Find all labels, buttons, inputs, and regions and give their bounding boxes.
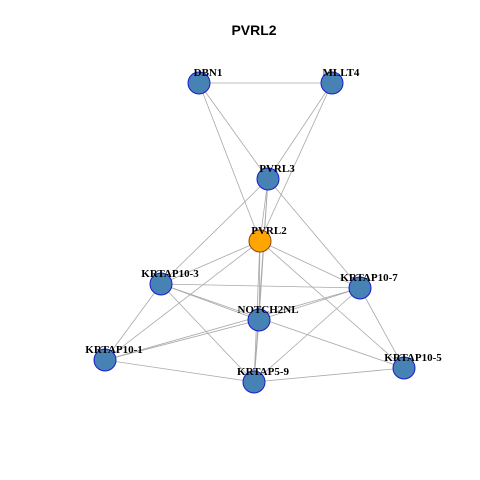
edge-krtap5-9-krtap10-5 bbox=[253, 367, 405, 383]
edge-krtap10-7-notch2nl bbox=[258, 287, 361, 321]
node-krtap5-9[interactable] bbox=[242, 370, 266, 394]
edge-pvrl3-krtap10-7 bbox=[267, 178, 361, 289]
edge-krtap10-1-krtap5-9 bbox=[104, 359, 255, 383]
edge-mllt4-pvrl3 bbox=[267, 82, 333, 180]
node-label-dbn1: DBN1 bbox=[194, 67, 223, 79]
node-label-krtap10-7: KRTAP10-7 bbox=[340, 272, 398, 284]
node-krtap10-5[interactable] bbox=[392, 356, 416, 380]
node-krtap10-1[interactable] bbox=[93, 348, 117, 372]
edge-pvrl2-krtap10-3 bbox=[160, 240, 261, 285]
node-layer bbox=[93, 71, 416, 394]
edge-krtap10-7-krtap10-1 bbox=[104, 287, 361, 361]
node-label-mllt4: MLLT4 bbox=[323, 67, 360, 79]
node-label-notch2nl: NOTCH2NL bbox=[237, 304, 298, 316]
edge-pvrl2-krtap10-5 bbox=[259, 240, 405, 369]
edge-pvrl2-krtap10-1 bbox=[104, 240, 261, 361]
node-label-pvrl2: PVRL2 bbox=[251, 225, 287, 237]
node-mllt4[interactable] bbox=[320, 71, 344, 95]
edge-krtap10-3-krtap10-1 bbox=[104, 283, 162, 361]
node-label-krtap5-9: KRTAP5-9 bbox=[237, 366, 289, 378]
node-krtap10-3[interactable] bbox=[149, 272, 173, 296]
edge-krtap10-7-krtap10-5 bbox=[359, 287, 405, 369]
node-notch2nl[interactable] bbox=[247, 308, 271, 332]
edge-krtap10-3-krtap10-7 bbox=[160, 283, 361, 289]
edge-mllt4-pvrl2 bbox=[259, 82, 333, 242]
edge-krtap10-7-krtap5-9 bbox=[253, 287, 361, 383]
edge-krtap10-3-krtap10-5 bbox=[160, 283, 405, 369]
edge-pvrl2-krtap10-7 bbox=[259, 240, 361, 289]
graph-title: PVRL2 bbox=[231, 22, 276, 38]
edge-notch2nl-krtap10-1 bbox=[104, 319, 260, 361]
edge-pvrl3-krtap10-3 bbox=[160, 178, 269, 285]
edge-dbn1-pvrl3 bbox=[198, 82, 269, 180]
node-label-krtap10-1: KRTAP10-1 bbox=[85, 344, 142, 356]
edge-dbn1-pvrl2 bbox=[198, 82, 261, 242]
node-dbn1[interactable] bbox=[187, 71, 211, 95]
node-pvrl3[interactable] bbox=[256, 167, 280, 191]
node-label-krtap10-3: KRTAP10-3 bbox=[141, 268, 199, 280]
node-label-pvrl3: PVRL3 bbox=[259, 163, 295, 175]
node-krtap10-7[interactable] bbox=[348, 276, 372, 300]
node-label-krtap10-5: KRTAP10-5 bbox=[384, 352, 442, 364]
node-pvrl2[interactable] bbox=[248, 229, 272, 253]
